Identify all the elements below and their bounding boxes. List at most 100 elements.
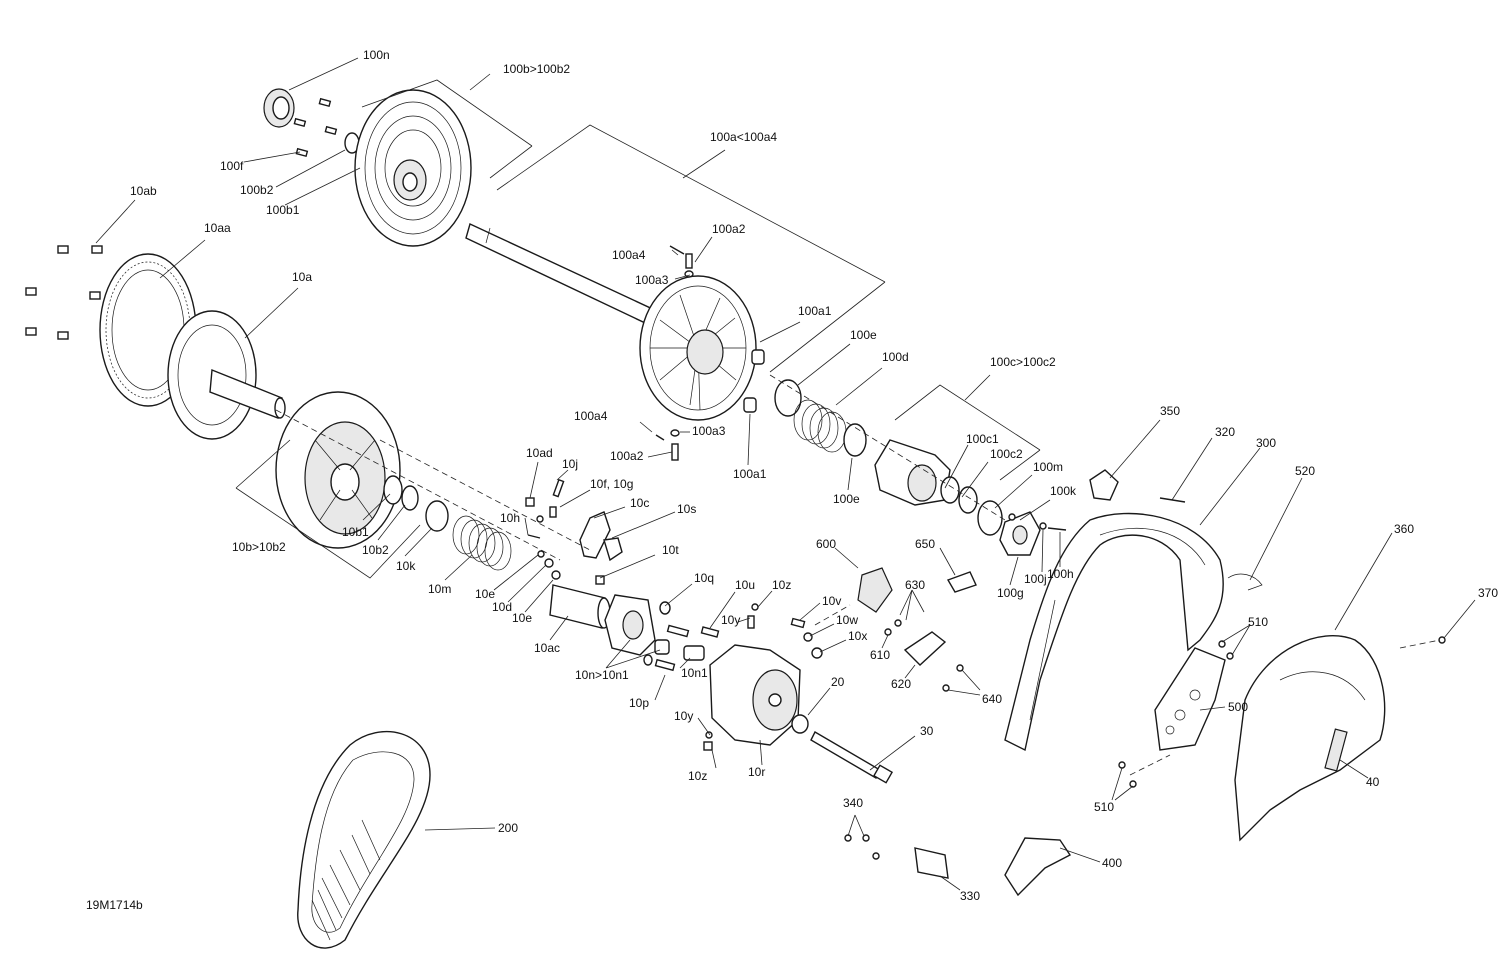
washer-20: [791, 714, 809, 734]
label-350: 350: [1160, 404, 1180, 418]
belt-200: [297, 730, 431, 949]
part-620: [903, 631, 947, 666]
label-630: 630: [905, 578, 925, 592]
label-10y-bottom: 10y: [674, 709, 693, 723]
ring-100e-bottom: [843, 423, 867, 457]
label-200: 200: [498, 821, 518, 835]
label-10b2: 10b2: [362, 543, 389, 557]
part-600: [857, 567, 893, 613]
label-400: 400: [1102, 856, 1122, 870]
label-100b-range: 100b>100b2: [503, 62, 570, 76]
label-100a3-top: 100a3: [635, 273, 669, 287]
label-100g: 100g: [997, 586, 1024, 600]
washer-100j: [1039, 522, 1047, 530]
label-10s: 10s: [677, 502, 696, 516]
bracket-500: [1154, 647, 1226, 751]
label-10x: 10x: [848, 629, 867, 643]
fixed-sheave-10a: [167, 310, 286, 440]
ring-100e-top: [774, 379, 802, 417]
label-20: 20: [831, 675, 845, 689]
part-labels: 100n 100b>100b2 100a<100a4 100f 100b2 10…: [86, 48, 1498, 912]
washer-100m: [977, 500, 1003, 536]
ring-10b1: [383, 475, 403, 505]
screws-10y-10z-bottom: [703, 731, 713, 751]
label-10v: 10v: [822, 594, 841, 608]
nut-100k: [1008, 513, 1016, 521]
housing-10b: [275, 391, 401, 549]
part-350: [1089, 469, 1119, 501]
label-100d: 100d: [882, 350, 909, 364]
label-10t: 10t: [662, 543, 679, 557]
label-650: 650: [915, 537, 935, 551]
label-10b-range: 10b>10b2: [232, 540, 286, 554]
label-100h: 100h: [1047, 567, 1074, 581]
label-330: 330: [960, 889, 980, 903]
label-100a3-bottom: 100a3: [692, 424, 726, 438]
label-10n-range: 10n>10n1: [575, 668, 629, 682]
clip-520: [1227, 573, 1263, 591]
label-100m: 100m: [1033, 460, 1063, 474]
screw-100h: [1047, 527, 1067, 531]
label-100c1: 100c1: [966, 432, 999, 446]
label-620: 620: [891, 677, 911, 691]
label-100c-range: 100c>100c2: [990, 355, 1056, 369]
label-10e-a: 10e: [475, 587, 495, 601]
bracket-100g: [999, 511, 1041, 556]
bushing-100a1-bottom: [743, 397, 757, 413]
label-10u: 10u: [735, 578, 755, 592]
spring-10m: [452, 515, 512, 571]
label-500: 500: [1228, 700, 1248, 714]
label-100f: 100f: [220, 159, 244, 173]
label-100e-top: 100e: [850, 328, 877, 342]
decal-40: [1324, 728, 1348, 772]
label-300: 300: [1256, 436, 1276, 450]
label-100a1-top: 100a1: [798, 304, 832, 318]
cam-100c: [874, 439, 951, 506]
label-10fg: 10f, 10g: [590, 477, 633, 491]
label-10z-top: 10z: [772, 578, 791, 592]
label-10h: 10h: [500, 511, 520, 525]
part-320: [1159, 497, 1186, 503]
label-10b1: 10b1: [342, 525, 369, 539]
label-10aa: 10aa: [204, 221, 231, 235]
cover-360: [1234, 635, 1386, 842]
sheave-100b: [354, 89, 472, 247]
label-100a2-bottom: 100a2: [610, 449, 644, 463]
label-100a-range: 100a<100a4: [710, 130, 777, 144]
label-640: 640: [982, 692, 1002, 706]
screws-10u-10x: [700, 603, 823, 659]
screws-610-630-640: [884, 619, 964, 692]
label-10y-top: 10y: [721, 613, 740, 627]
label-30: 30: [920, 724, 934, 738]
washer-10k: [425, 500, 449, 532]
label-360: 360: [1394, 522, 1414, 536]
cover-10r: [709, 644, 801, 746]
screws-340: [844, 834, 880, 860]
label-370: 370: [1478, 586, 1498, 600]
label-100a2-top: 100a2: [712, 222, 746, 236]
bolt-30: [810, 731, 894, 784]
bracket-400: [1004, 837, 1072, 897]
label-340: 340: [843, 796, 863, 810]
label-10z-bottom: 10z: [688, 769, 707, 783]
label-40: 40: [1366, 775, 1380, 789]
label-10w: 10w: [836, 613, 858, 627]
label-600: 600: [816, 537, 836, 551]
label-10a: 10a: [292, 270, 312, 284]
label-10p: 10p: [629, 696, 649, 710]
spring-100d: [793, 399, 847, 453]
label-100k: 100k: [1050, 484, 1077, 498]
label-100a1-bottom: 100a1: [733, 467, 767, 481]
pins-100a: [655, 245, 694, 461]
label-100a4-top: 100a4: [612, 248, 646, 262]
fixed-sheave-100a: [639, 275, 757, 421]
fastener-370: [1438, 636, 1446, 644]
spider-10n: [604, 594, 656, 656]
label-10n1: 10n1: [681, 666, 708, 680]
bracket-330: [914, 847, 949, 879]
label-510-bottom: 510: [1094, 800, 1114, 814]
label-100c2: 100c2: [990, 447, 1023, 461]
label-100a4-bottom: 100a4: [574, 409, 608, 423]
ring-100c1: [940, 476, 960, 504]
